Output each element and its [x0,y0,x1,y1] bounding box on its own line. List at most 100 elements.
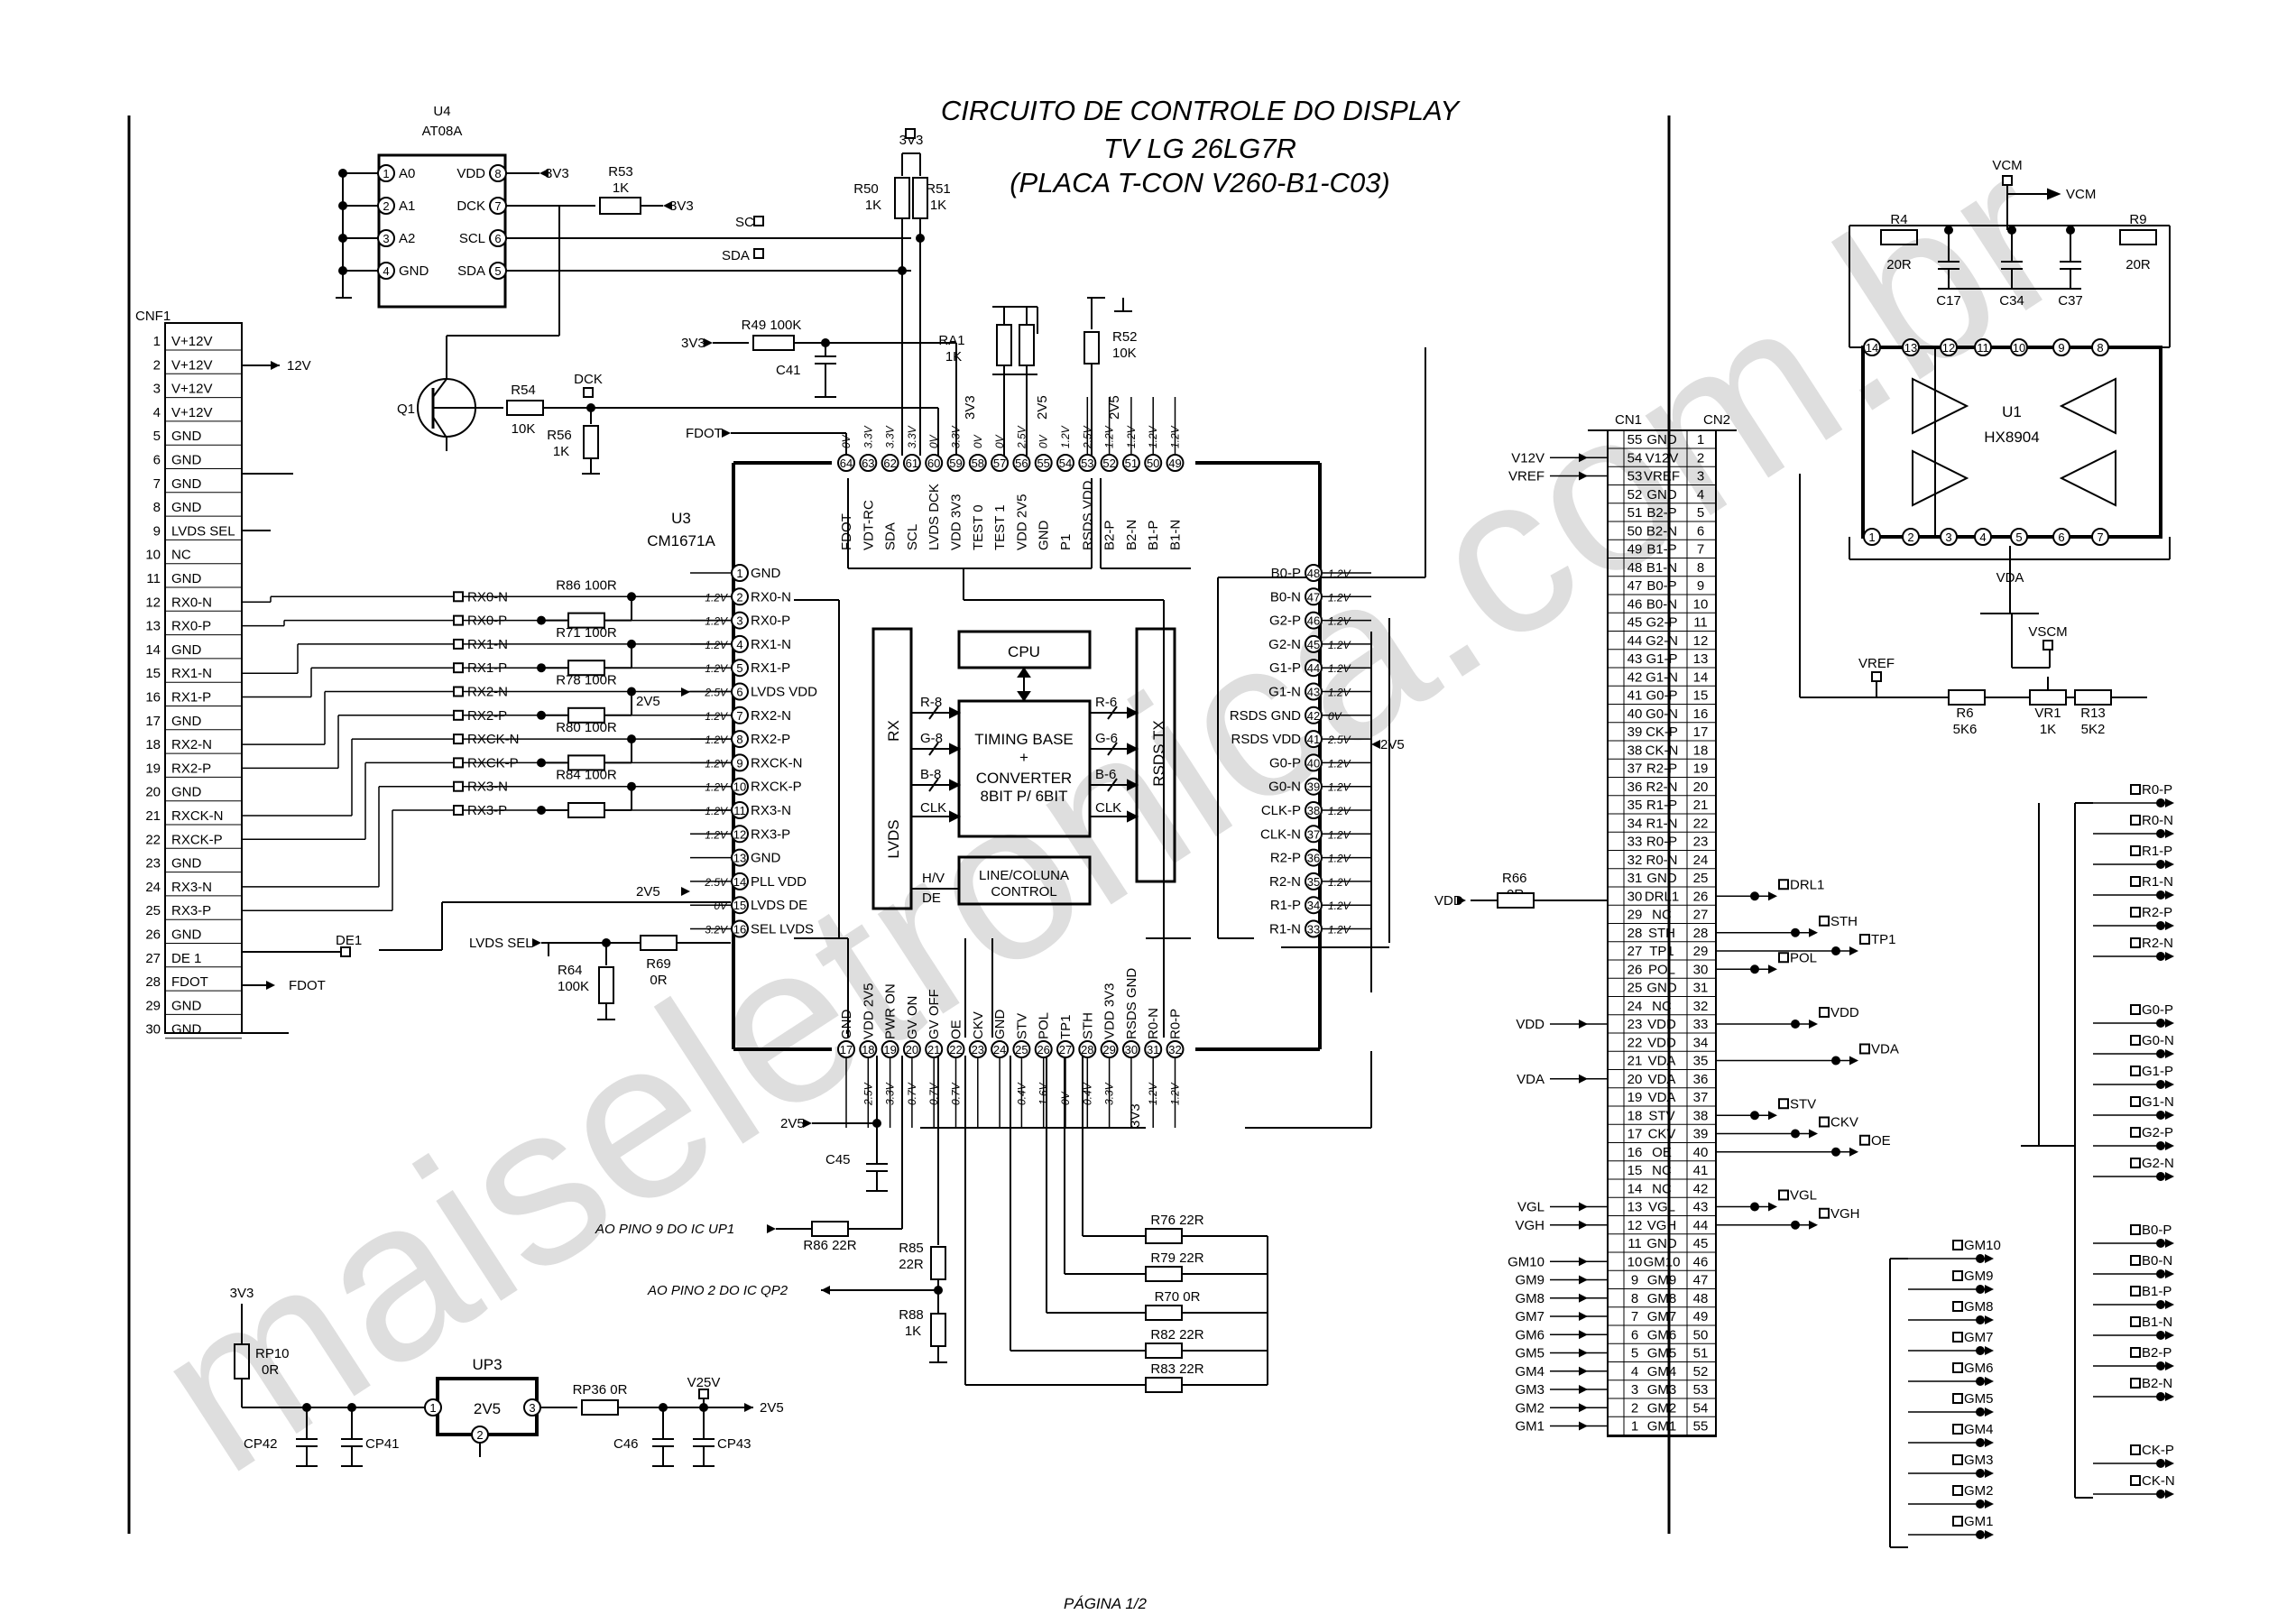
connector-pin-left: 35 [1627,798,1643,813]
arrow-icon [1768,891,1777,901]
cp43-label: CP43 [717,1436,752,1452]
r9-label: R9 [2129,212,2146,227]
u3-pin-name: RSDS VDD [1231,732,1301,747]
u3-pin-name: GV ON [905,996,920,1039]
junction-dot [302,1403,311,1412]
u3-pin [731,730,749,749]
u3-pin: 4 [736,638,742,651]
u4-pin-name: GND [399,263,429,279]
connector-pin-right: 26 [1693,889,1709,904]
connector-pin-name: GND [1646,432,1677,448]
connector-pin-left: 15 [1627,1163,1643,1178]
u3-pin [1078,1040,1097,1058]
de1-net: DE1 [336,933,362,948]
arrow-icon [2165,1300,2174,1309]
cnf1-pin-name: GND [171,642,202,658]
u4-pin [489,229,507,247]
connector-pin-left: 34 [1627,816,1643,831]
cnf1-pin-number: 3 [153,382,161,397]
net-2v5: 2V5 [636,884,660,900]
u3-pin: 30 [1125,1043,1138,1057]
junction-dot [2156,1269,2165,1278]
bus-label: CLK [1095,800,1121,816]
u4-pin: 4 [383,264,389,278]
r70-label: R70 0R [1155,1289,1201,1305]
cnf1-pin-number: 29 [145,998,161,1013]
title-line1: CIRCUITO DE CONTROLE DO DISPLAY [941,95,1461,126]
connector-pin-name: GM9 [1647,1273,1677,1288]
connector-pin-right: 36 [1693,1072,1709,1087]
connector-pin-left: 49 [1627,542,1643,558]
connector-pin-name: VDD [1647,1035,1676,1050]
connector-pin-name: CKV [1648,1127,1676,1142]
connector-pin-left: 53 [1627,469,1643,484]
c17-label: C17 [1936,293,1961,309]
ra1-value: 1K [945,349,962,364]
connector-left-net: GM3 [1515,1382,1544,1398]
u3-pin [1056,1040,1074,1058]
timing-block: CONVERTER [976,770,1072,787]
cnf1-pin-name: V+12V [171,334,212,349]
junction-dot [1976,1407,1985,1416]
line-control-block: CONTROL [991,884,1056,900]
connector-pin-left: 28 [1627,926,1643,941]
u4-pin [489,164,507,182]
u3-pin [837,454,855,472]
test-point [2130,907,2141,918]
cnf1-pin-name: RX1-P [171,690,211,706]
vda-net: VDA [1996,570,2024,586]
u1-part: HX8904 [1984,429,2039,446]
connector-pin-left: 5 [1631,1346,1638,1361]
u3-pin: 44 [1307,661,1320,675]
signal-net: RX0-P [467,614,507,629]
connector-pin-right: 38 [1693,1108,1709,1123]
test-point [2130,1444,2141,1455]
u3-pin [731,872,749,890]
r54-value: 10K [512,421,536,437]
u3-pin: 5 [736,661,742,675]
arrow-icon [767,1224,776,1233]
pin-voltage: 1.2V [1328,639,1351,651]
arrow-icon [681,887,690,896]
connector-pin-right: 15 [1693,688,1709,704]
cnf1-pin-name: GND [171,453,202,468]
series-resistor-label: R78 100R [556,673,617,688]
connector-pin-right: 11 [1693,615,1708,631]
u3-pin [1056,454,1074,472]
pin-voltage: 1.2V [1328,591,1351,604]
qp2-reference: AO PINO 2 DO IC QP2 [647,1283,788,1298]
u3-pin [731,634,749,653]
r76-label: R76 22R [1150,1213,1203,1228]
u1-pin [2091,528,2109,546]
u1-pin: 3 [1945,531,1951,544]
ra1-label: RA1 [938,333,964,348]
arrow-icon [1985,1499,1994,1509]
junction-dot [1831,946,1840,955]
junction-dot [898,266,907,275]
connector-pin-name: GM5 [1647,1346,1677,1361]
connector-pin-right: 23 [1693,835,1709,850]
u3-pin-name: STV [1014,1013,1029,1039]
cnf1-pin-number: 23 [145,856,161,872]
cnf1-pin-number: 8 [153,500,161,515]
junction-dot [537,806,546,815]
u3-pin: 36 [1307,852,1320,865]
u4-part: AT08A [422,124,463,139]
r9-value: 20R [2125,257,2151,272]
connector-pin-right: 13 [1693,651,1709,667]
cnf1-pin-number: 10 [145,548,161,563]
u4-pin-name: DCK [456,198,485,214]
test-point [583,387,594,398]
connector-left-net: GM5 [1515,1346,1544,1361]
u1-pin [1863,338,1881,356]
connector-pin-name: STV [1648,1108,1674,1123]
connector-pin-right: 52 [1693,1364,1709,1379]
test-point [453,757,464,769]
u4-pin-name: A1 [399,198,415,214]
connector-pin-right: 30 [1693,962,1709,977]
bus-label: CLK [920,800,946,816]
connector-pin-right: 39 [1693,1127,1709,1142]
net-2v5: 2V5 [760,1400,784,1416]
test-point [1819,1207,1830,1219]
test-point [1778,879,1789,890]
